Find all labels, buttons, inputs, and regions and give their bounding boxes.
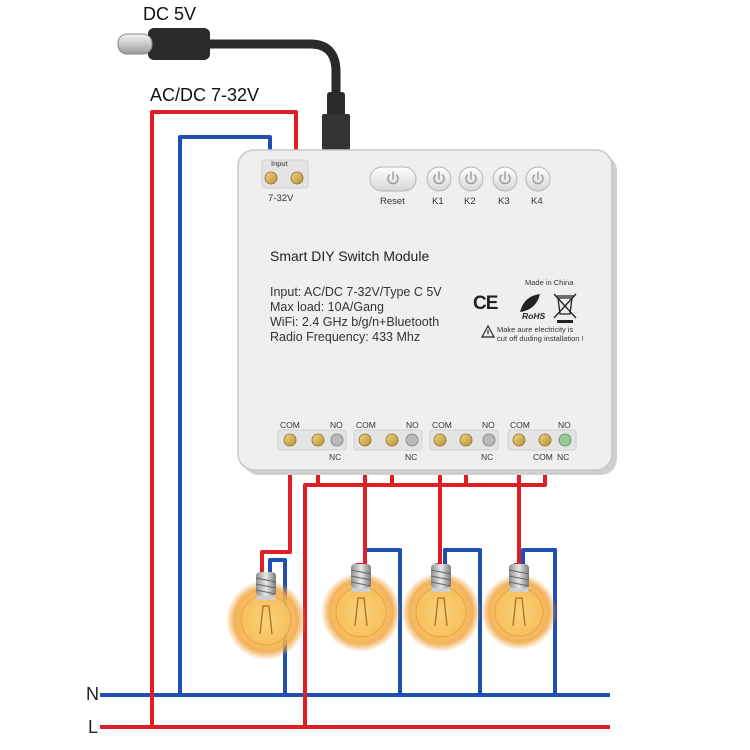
dc-barrel-plug (322, 114, 350, 150)
rohs-leaf-icon (520, 294, 540, 312)
warning-triangle-icon (480, 324, 496, 338)
live-supply-wire (150, 110, 298, 727)
terminal-nc-1: NC (329, 452, 342, 462)
usb-cable-wire (200, 39, 341, 101)
k3-button-label: K3 (498, 196, 510, 207)
power-icon (387, 171, 544, 185)
module-body (237, 149, 613, 471)
spec-radio-frequency: Radio Frequency: 433 Mhz (270, 330, 421, 344)
terminal-com-2: COM (356, 420, 376, 430)
rohs-mark: RoHS (522, 311, 546, 321)
terminal-com-4: COM (510, 420, 530, 430)
terminal-nc-3: NC (481, 452, 494, 462)
spec-wifi: WiFi: 2.4 GHz b/g/n+Bluetooth (270, 315, 440, 329)
neutral-line-label: N (86, 684, 99, 704)
warning-line-1: Make aure electricity is (497, 325, 574, 334)
switch-module (237, 149, 617, 475)
wired-terminal-screws (283, 433, 552, 447)
terminal-no-4: NO (558, 420, 571, 430)
terminal-com-1: COM (280, 420, 300, 430)
terminal-no-3: NO (482, 420, 495, 430)
light-bulb-3 (401, 564, 481, 652)
dc-supply-label: DC 5V (143, 4, 197, 24)
spec-max-load: Max load: 10A/Gang (270, 300, 384, 314)
input-voltage-label: 7-32V (268, 193, 294, 204)
neutral-lamp3-wire (443, 548, 482, 695)
live-to-com1-wire (303, 440, 320, 727)
weee-bin-icon (553, 293, 577, 323)
k2-button-label: K2 (464, 196, 476, 207)
input-terminal-label: Input (271, 159, 288, 168)
light-bulb-2 (321, 564, 401, 652)
terminal-nc-4: NC (557, 452, 570, 462)
warning-line-2: cut off duding installation ! (497, 334, 584, 343)
k1-button-label: K1 (432, 196, 444, 207)
input-terminal-screw-1 (264, 171, 278, 185)
terminal-nc-2: NC (405, 452, 418, 462)
ac-supply-label: AC/DC 7-32V (150, 85, 260, 105)
usb-c-connector (117, 33, 153, 55)
dc-barrel-strain-relief (327, 92, 345, 118)
reset-button-label: Reset (380, 196, 405, 207)
light-bulb-4 (481, 564, 557, 650)
no1-to-lamp1-wire (260, 440, 292, 580)
live-line-label: L (88, 717, 99, 737)
terminal-com-3: COM (432, 420, 452, 430)
made-in-label: Made in China (525, 278, 574, 287)
light-bulb-1 (226, 572, 306, 660)
terminal-com-bottom-4: COM (533, 452, 553, 462)
spec-input: Input: AC/DC 7-32V/Type C 5V (270, 285, 442, 299)
terminal-no-1: NO (330, 420, 343, 430)
terminal-no-2: NO (406, 420, 419, 430)
usb-c-plug-housing (148, 28, 210, 60)
k4-button-label: K4 (531, 196, 543, 207)
ce-mark: CE (473, 293, 498, 314)
usb-c-cable (117, 28, 350, 150)
input-terminal-screw-2 (290, 171, 304, 185)
module-title: Smart DIY Switch Module (270, 248, 430, 264)
unused-nc-screws (330, 433, 572, 447)
